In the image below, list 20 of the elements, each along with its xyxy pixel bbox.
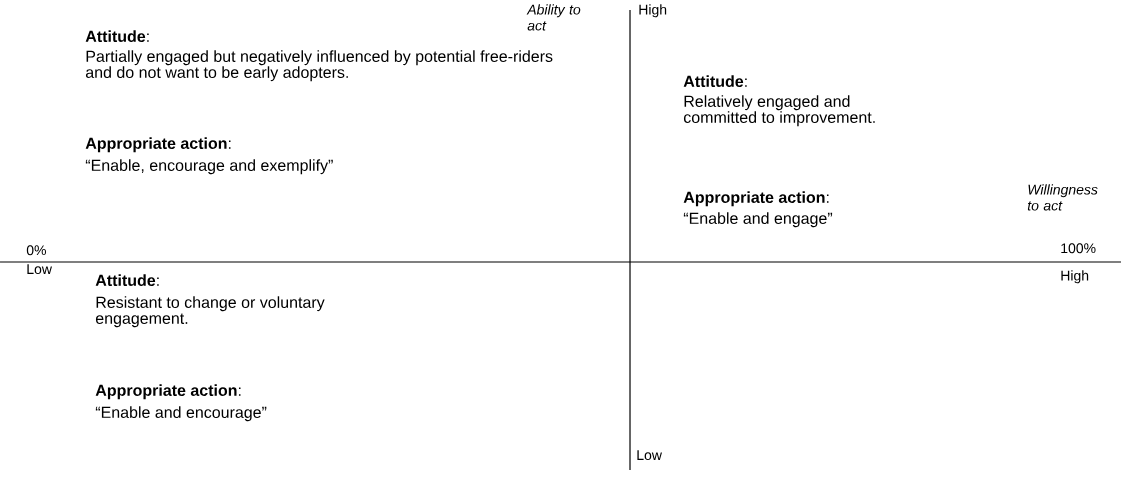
quadrant-text: Relatively engaged and committed to improvement.	[683, 95, 875, 127]
quadrant-heading: Attitude:	[95, 274, 159, 286]
quadrant-heading: Appropriate action:	[683, 191, 829, 207]
axis-end-label: High	[639, 4, 667, 18]
quadrant-heading: Appropriate action:	[95, 384, 241, 400]
quadrant-heading: Attitude:	[85, 30, 149, 42]
axis-end-label: High	[1061, 270, 1089, 284]
quadrant-text: “Enable and engage”	[683, 212, 833, 228]
quadrant-heading: Appropriate action:	[85, 137, 231, 153]
quadrant-text: “Enable and encourage”	[95, 406, 267, 422]
scale-label: 0%	[26, 245, 46, 256]
quadrant-text: Partially engaged but negatively influenced by potential free-riders and do not want to be early adopters.	[85, 50, 553, 82]
scale-label: 100%	[1061, 243, 1096, 254]
axis-end-label: Low	[27, 264, 52, 275]
axis-end-label: Low	[637, 450, 662, 461]
quadrant-text: Resistant to change or voluntary engagement.	[95, 296, 325, 328]
axis-title: Willingness to act	[1027, 184, 1098, 211]
quadrant-text: “Enable, encourage and exemplify”	[85, 159, 333, 175]
axis-title: Ability to act	[526, 4, 581, 31]
quadrant-heading: Attitude:	[683, 75, 747, 87]
